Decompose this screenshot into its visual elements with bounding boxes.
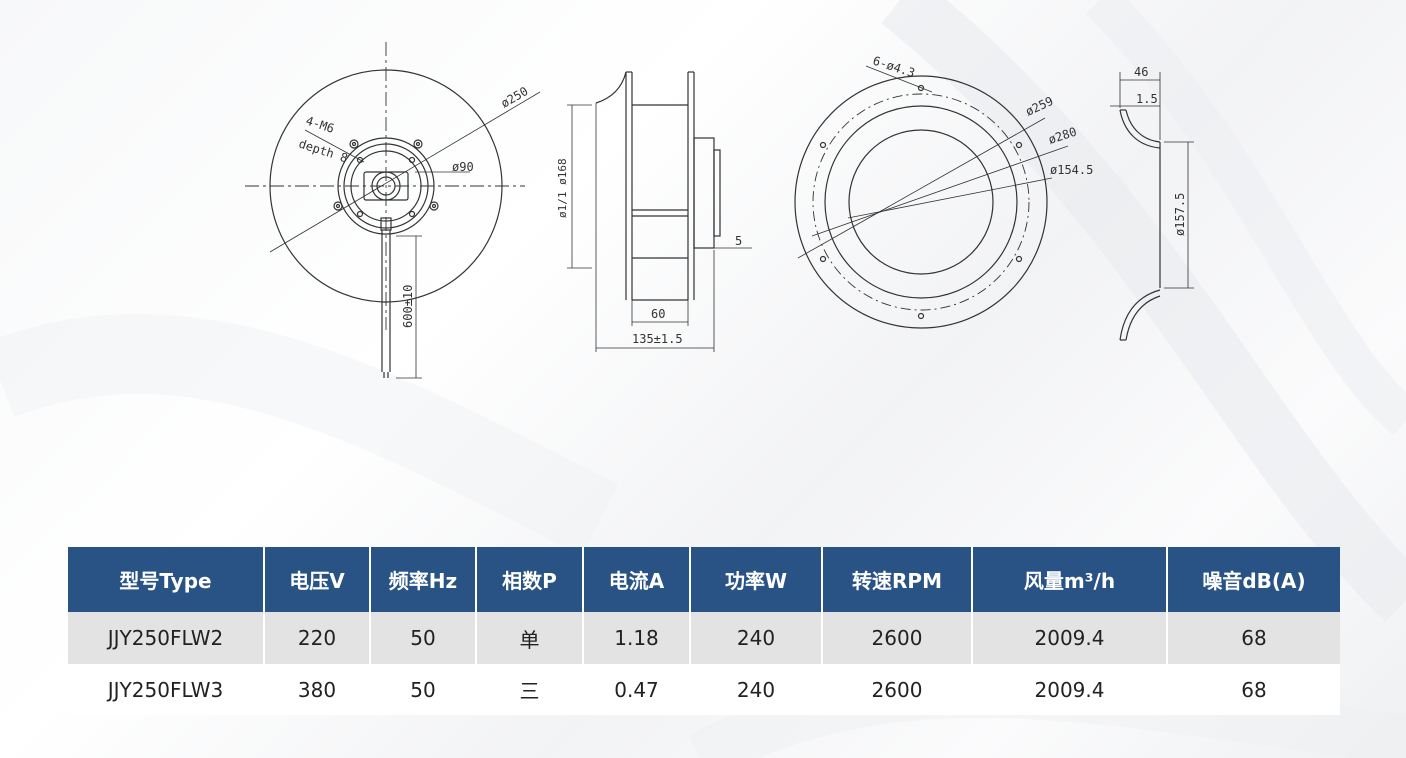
header-current: 电流A — [583, 547, 691, 612]
spec-table: 型号Type 电压V 频率Hz 相数P 电流A 功率W 转速RPM 风量m³/h… — [68, 547, 1340, 715]
cell-frequency: 50 — [370, 664, 477, 715]
ring-d2-label: ø280 — [1047, 125, 1079, 147]
table-row: JJY250FLW3 380 50 三 0.47 240 2600 2009.4… — [68, 664, 1340, 715]
cell-speed: 2600 — [822, 612, 973, 664]
table-header-row: 型号Type 电压V 频率Hz 相数P 电流A 功率W 转速RPM 风量m³/h… — [68, 547, 1340, 612]
side-view — [567, 71, 752, 352]
header-type: 型号Type — [68, 547, 265, 612]
width-label: 60 — [651, 307, 665, 321]
cell-voltage: 380 — [264, 664, 371, 715]
inlet-ring-view — [794, 65, 1069, 329]
cell-current: 0.47 — [583, 664, 691, 715]
profile-inner-dia-label: ø157.5 — [1173, 193, 1187, 236]
profile-thickness-label: 1.5 — [1136, 92, 1158, 106]
cell-type: JJY250FLW3 — [68, 664, 265, 715]
header-airflow: 风量m³/h — [972, 547, 1168, 612]
cell-airflow: 2009.4 — [972, 664, 1168, 715]
cell-noise: 68 — [1167, 612, 1340, 664]
cell-voltage: 220 — [264, 612, 371, 664]
cell-noise: 68 — [1167, 664, 1340, 715]
depth-label: depth 8 — [297, 137, 349, 166]
cell-current: 1.18 — [583, 612, 691, 664]
wheel-dia-label: ø1/1 ø168 — [556, 158, 569, 218]
hub-dia-label: ø90 — [452, 160, 474, 174]
header-phase: 相数P — [476, 547, 584, 612]
header-frequency: 频率Hz — [370, 547, 477, 612]
header-voltage: 电压V — [264, 547, 371, 612]
cell-airflow: 2009.4 — [972, 612, 1168, 664]
offset-label: 5 — [735, 234, 742, 248]
table-row: JJY250FLW2 220 50 单 1.18 240 2600 2009.4… — [68, 612, 1340, 664]
header-power: 功率W — [690, 547, 823, 612]
cell-power: 240 — [690, 664, 823, 715]
cell-speed: 2600 — [822, 664, 973, 715]
header-noise: 噪音dB(A) — [1167, 547, 1340, 612]
cell-phase: 单 — [476, 612, 584, 664]
ring-profile-view — [1110, 72, 1194, 341]
cell-power: 240 — [690, 612, 823, 664]
profile-depth-label: 46 — [1134, 65, 1148, 79]
cell-phase: 三 — [476, 664, 584, 715]
cell-frequency: 50 — [370, 612, 477, 664]
ring-d1-label: ø259 — [1023, 94, 1055, 119]
ring-d3-label: ø154.5 — [1050, 163, 1093, 177]
holes-label: 6-ø4.3 — [871, 54, 917, 81]
technical-drawing: 4-M6 depth 8 ø250 ø90 600±10 ø1/1 ø168 5… — [245, 42, 1194, 379]
total-depth-label: 135±1.5 — [632, 332, 683, 346]
cable-length-label: 600±10 — [401, 285, 415, 328]
outer-dia-label: ø250 — [499, 84, 531, 111]
header-speed: 转速RPM — [822, 547, 973, 612]
cell-type: JJY250FLW2 — [68, 612, 265, 664]
front-view — [245, 42, 541, 379]
